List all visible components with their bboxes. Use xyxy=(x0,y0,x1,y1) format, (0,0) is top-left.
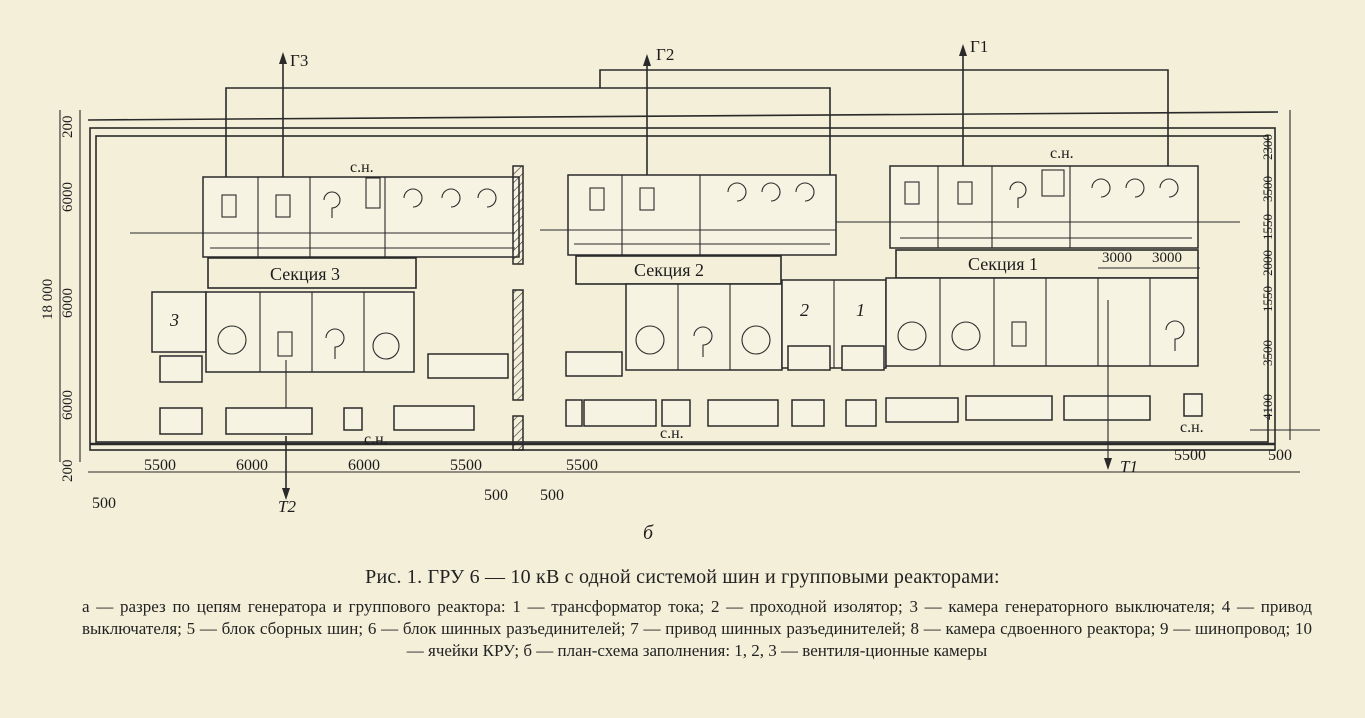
section-label-2: Секция 2 xyxy=(634,260,704,280)
generator-lines xyxy=(225,44,1169,205)
dim-right: 2000 xyxy=(1260,250,1275,276)
section-label-1: Секция 1 xyxy=(968,254,1038,274)
aux-label: с.н. xyxy=(364,431,388,448)
feeder-label-t2: Т2 xyxy=(278,497,296,516)
switchgear-plan-diagram: Г3 Г2 Г1 Секция 3 Секция 2 Секция 1 с.н.… xyxy=(40,37,1320,516)
building-outline xyxy=(87,111,1279,451)
section-3-upper-cells xyxy=(130,176,520,258)
aux-label: с.н. xyxy=(350,159,374,176)
dim-left: 6000 xyxy=(60,390,76,420)
dim-bottom: 6000 xyxy=(348,457,380,474)
dim-bottom: 5500 xyxy=(1174,447,1206,464)
figure-letter: б xyxy=(643,522,654,544)
dimension-lines xyxy=(59,110,1320,473)
section-2-upper-cells xyxy=(540,174,837,256)
dim-left: 200 xyxy=(60,116,76,139)
chamber-number-3: 3 xyxy=(169,310,179,330)
dim-right: 1550 xyxy=(1260,214,1275,240)
section-1-lower-cells xyxy=(885,277,1203,470)
generator-label-g3: Г3 xyxy=(290,51,308,70)
dim-bottom: 5500 xyxy=(450,457,482,474)
dim-bottom: 5500 xyxy=(566,457,598,474)
aux-label: с.н. xyxy=(660,425,684,442)
dim-left: 6000 xyxy=(60,288,76,318)
dim-right: 3500 xyxy=(1260,176,1275,202)
dim-top: 3000 xyxy=(1152,250,1182,266)
partitions xyxy=(512,165,524,451)
dim-right: 3500 xyxy=(1260,340,1275,366)
chamber-number-2: 2 xyxy=(800,300,809,320)
section-1-upper-cells xyxy=(836,165,1240,249)
dim-bottom: 500 xyxy=(540,487,564,504)
dim-total: 18 000 xyxy=(40,279,56,320)
feeder-t2-line xyxy=(282,436,290,500)
chamber-number-1: 1 xyxy=(856,300,865,320)
section-2-lower-cells xyxy=(565,279,887,427)
dim-right: 1550 xyxy=(1260,286,1275,312)
figure-caption: Рис. 1. ГРУ 6 — 10 кВ с одной системой ш… xyxy=(365,566,1000,588)
figure-legend: а — разрез по цепям генератора и группов… xyxy=(82,597,1312,660)
aux-label: с.н. xyxy=(1050,145,1074,162)
dim-right: 2300 xyxy=(1260,134,1275,160)
generator-label-g1: Г1 xyxy=(970,37,988,56)
generator-label-g2: Г2 xyxy=(656,45,674,64)
dim-bottom: 500 xyxy=(1268,447,1292,464)
section-label-3: Секция 3 xyxy=(270,264,340,284)
dim-left: 200 xyxy=(60,460,76,483)
dim-right: 4100 xyxy=(1260,394,1275,420)
dim-bottom: 500 xyxy=(92,495,116,512)
aux-label: с.н. xyxy=(1180,419,1204,436)
dim-bottom: 6000 xyxy=(236,457,268,474)
section-3-lower-cells xyxy=(151,291,509,435)
dim-bottom: 5500 xyxy=(144,457,176,474)
dim-left: 6000 xyxy=(60,182,76,212)
dim-bottom: 500 xyxy=(484,487,508,504)
feeder-label-t1: Т1 xyxy=(1120,457,1138,476)
dim-top: 3000 xyxy=(1102,250,1132,266)
